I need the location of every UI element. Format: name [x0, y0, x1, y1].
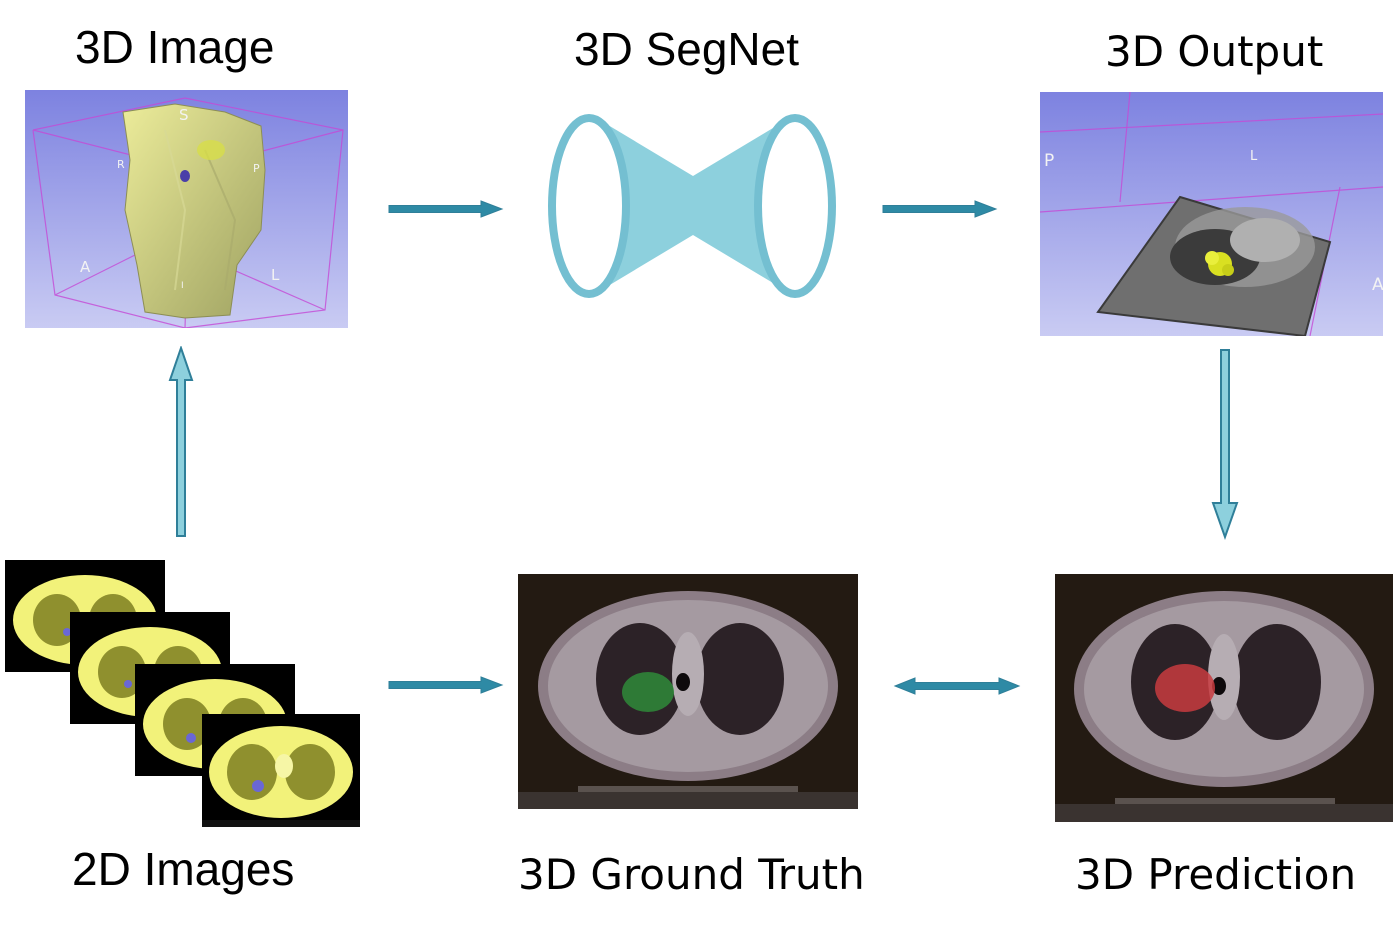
marker-a: A: [80, 258, 91, 276]
arrow-compare-bidirectional: [893, 677, 1021, 695]
marker-a: A: [1372, 275, 1383, 295]
ground-truth-ct: [518, 574, 858, 809]
title-3d-prediction: 3D Prediction: [1075, 850, 1357, 899]
segnet-icon: [548, 114, 836, 298]
title-3d-ground-truth: 3D Ground Truth: [518, 850, 865, 899]
marker-s: S: [179, 106, 189, 124]
title-3d-segnet: 3D SegNet: [574, 23, 800, 75]
arrow-2d-to-ground-truth: [388, 676, 504, 694]
marker-i: I: [181, 281, 184, 291]
image-3d-render: S R P A L I: [25, 90, 348, 328]
ground-truth-tumor: [622, 672, 674, 712]
marker-p: P: [1044, 151, 1054, 171]
arrow-output-to-prediction: [1211, 349, 1239, 540]
marker-l: L: [271, 266, 280, 284]
arrow-segnet-to-output: [882, 200, 998, 218]
title-3d-image: 3D Image: [75, 21, 275, 73]
prediction-tumor: [1155, 664, 1215, 712]
output-3d-render: P L A: [1040, 92, 1383, 336]
title-2d-images: 2D Images: [72, 843, 295, 895]
marker-p: P: [253, 162, 260, 175]
prediction-ct: [1055, 574, 1393, 822]
ct-slice-card-4: [202, 714, 360, 827]
arrow-2d-to-3d-image: [168, 346, 194, 537]
marker-r: R: [117, 158, 125, 171]
marker-l: L: [1250, 149, 1258, 164]
arrow-image-to-segnet: [388, 200, 504, 218]
title-3d-output: 3D Output: [1105, 27, 1324, 76]
